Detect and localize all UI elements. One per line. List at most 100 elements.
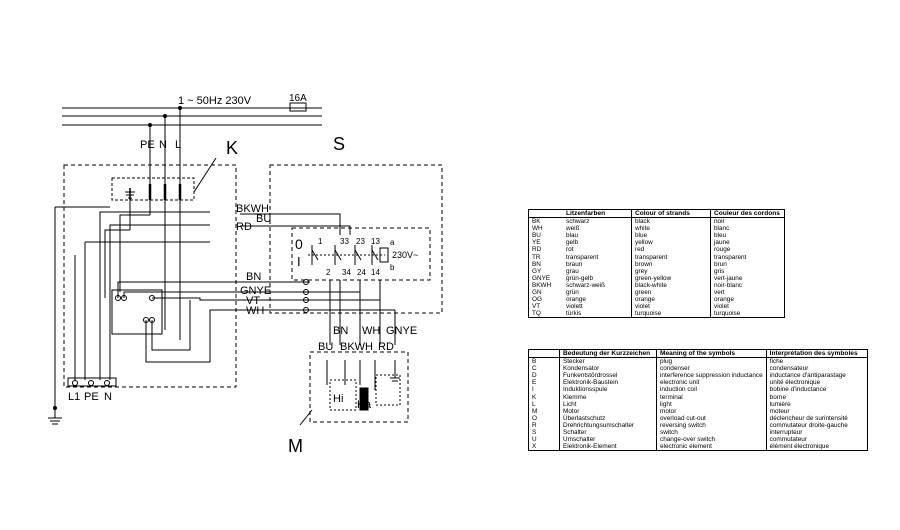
motor-wire-bu: BU bbox=[318, 341, 333, 353]
symbol-cell: terminal bbox=[656, 393, 767, 401]
color-cell: BN bbox=[532, 260, 541, 268]
switch-block bbox=[291, 227, 431, 281]
supply-label: 1 ~ 50Hz 230V bbox=[178, 95, 252, 107]
symbol-cell: condensateur bbox=[765, 365, 868, 373]
color-cell: blue bbox=[631, 232, 711, 240]
symbol-cell: inductance d'antiparastage bbox=[765, 372, 868, 380]
contact-top-3: 23 bbox=[356, 237, 365, 246]
motor-ha: Ha bbox=[357, 399, 372, 411]
color-cell: blanc bbox=[710, 225, 785, 233]
contact-bottom-1: 2 bbox=[326, 268, 331, 277]
terminal-pe: PE bbox=[84, 391, 99, 403]
motor-wire-bkwh: BKWH bbox=[340, 341, 373, 353]
color-header-fr: Couleur des cordons bbox=[710, 209, 785, 219]
symbol-cell: borne bbox=[765, 393, 868, 401]
coil-a: a bbox=[390, 238, 395, 247]
wiring-diagram: 1 ~ 50Hz 230V 16A PE N L K S M BKWH BU R… bbox=[48, 93, 443, 456]
symbol-cell: electronic element bbox=[656, 443, 767, 451]
symbol-cell: D bbox=[532, 372, 537, 380]
color-cell: violet bbox=[631, 303, 711, 311]
color-cell: GN bbox=[532, 289, 542, 297]
color-cell: braun bbox=[566, 260, 583, 268]
color-cell: brown bbox=[631, 260, 711, 268]
color-cell: black-white bbox=[631, 281, 711, 290]
symbol-cell: Motor bbox=[559, 407, 657, 415]
symbol-cell: Drehrichtungsumschalter bbox=[559, 421, 657, 430]
symbol-cell: interrupteur bbox=[765, 429, 868, 437]
symbol-cell: change-over switch bbox=[656, 436, 767, 444]
color-cell: gelb bbox=[566, 239, 579, 247]
symbol-cell: Klemme bbox=[559, 393, 657, 401]
symbol-cell: bobine d'inductance bbox=[765, 386, 868, 394]
conductor-l: L bbox=[175, 139, 181, 151]
color-cell: BK bbox=[532, 218, 541, 226]
fuse-label: 16A bbox=[289, 93, 307, 104]
symbol-cell: interference suppression inductance bbox=[656, 372, 767, 380]
color-cell: noir-blanc bbox=[710, 281, 785, 290]
color-cell: gris bbox=[710, 267, 785, 275]
symbol-cell: C bbox=[532, 365, 537, 373]
color-cell: yellow bbox=[631, 239, 711, 247]
wire-bu: BU bbox=[256, 213, 271, 225]
switch-contacts bbox=[308, 245, 389, 265]
symbol-cell: overload cut-out bbox=[656, 414, 767, 422]
motor-wire-rd: RD bbox=[378, 341, 394, 353]
symbol-cell: R bbox=[532, 421, 537, 429]
color-header-code bbox=[528, 209, 563, 219]
wire-gnye: GNYE bbox=[240, 285, 271, 297]
component-k: K bbox=[226, 138, 238, 158]
motor-wire-gnye: GNYE bbox=[386, 325, 417, 337]
color-cell: schwarz-weiß bbox=[566, 281, 606, 289]
color-cell: weiß bbox=[566, 225, 580, 233]
symbol-cell: plug bbox=[656, 357, 767, 366]
wire-vt: VT bbox=[246, 295, 260, 307]
color-cell: noir bbox=[710, 217, 785, 226]
contact-bottom-4: 14 bbox=[371, 268, 380, 277]
terminal-n: N bbox=[104, 391, 112, 403]
conductor-n: N bbox=[159, 139, 167, 151]
color-cell: OG bbox=[532, 296, 542, 304]
symbol-cell: L bbox=[532, 400, 536, 408]
color-cell: TR bbox=[532, 253, 541, 261]
symbol-cell: induction coil bbox=[656, 386, 767, 394]
symbol-cell: Licht bbox=[559, 400, 657, 408]
component-s: S bbox=[333, 134, 345, 154]
color-cell: brun bbox=[710, 260, 785, 268]
motor-housing bbox=[309, 351, 409, 423]
color-cell: green bbox=[631, 289, 711, 297]
contact-top-2: 33 bbox=[340, 237, 349, 246]
symbol-cell: Funkentstördrossel bbox=[559, 372, 657, 380]
color-cell: WH bbox=[532, 225, 543, 233]
color-cell: rot bbox=[566, 246, 574, 254]
contact-top-4: 13 bbox=[371, 237, 380, 246]
symbol-cell: Elektronik-Element bbox=[559, 443, 657, 451]
symbol-cell: condenser bbox=[656, 365, 767, 373]
terminal-l1: L1 bbox=[68, 391, 80, 403]
symbol-cell: M bbox=[532, 407, 538, 415]
color-cell: vert bbox=[710, 289, 785, 297]
symbol-cell: lumière bbox=[765, 400, 868, 408]
color-cell: turquoise bbox=[710, 310, 785, 318]
symbol-cell: X bbox=[532, 443, 537, 451]
color-table: Litzenfarben Colour of strands Couleur d… bbox=[528, 209, 785, 319]
color-cell: blau bbox=[566, 232, 579, 240]
switch-pos1: I bbox=[297, 254, 301, 269]
color-cell: red bbox=[631, 246, 711, 254]
symbol-cell: K bbox=[532, 393, 537, 401]
color-cell: YE bbox=[532, 239, 541, 247]
